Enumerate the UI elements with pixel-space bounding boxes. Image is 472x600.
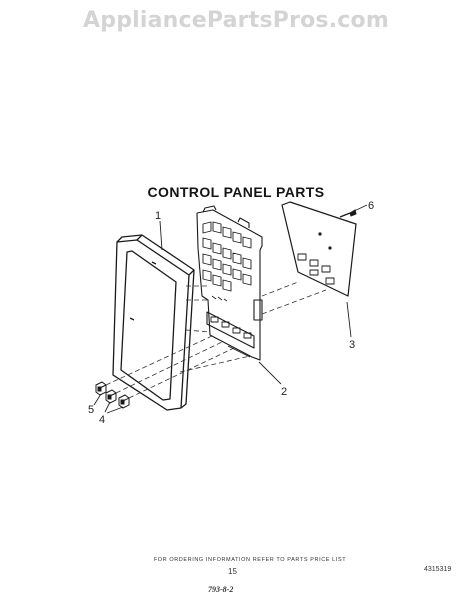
ordering-note: FOR ORDERING INFORMATION REFER TO PARTS … — [153, 557, 347, 563]
callout-1: 1 — [155, 210, 161, 222]
knob-parts[interactable] — [95, 381, 130, 409]
callout-6: 6 — [368, 200, 374, 212]
callout-4: 4 — [99, 414, 105, 426]
knob-4b — [118, 394, 130, 409]
page-number: 15 — [228, 567, 237, 576]
callout-2: 2 — [281, 386, 287, 398]
part-number: 4315319 — [424, 566, 452, 573]
leader-lines — [93, 204, 368, 414]
watermark: AppliancePartsPros.com — [83, 8, 389, 33]
diagram-title: CONTROL PANEL PARTS — [147, 184, 325, 200]
knob-5 — [95, 381, 107, 396]
callout-3: 3 — [349, 339, 355, 351]
control-board[interactable] — [196, 205, 263, 361]
callout-5: 5 — [88, 404, 94, 416]
assembly-guide-lines — [105, 281, 327, 399]
rear-panel[interactable] — [281, 201, 357, 297]
control-panel-frame[interactable] — [112, 234, 195, 411]
knob-4a — [105, 389, 117, 404]
reference-code: 793-8-2 — [208, 585, 234, 594]
